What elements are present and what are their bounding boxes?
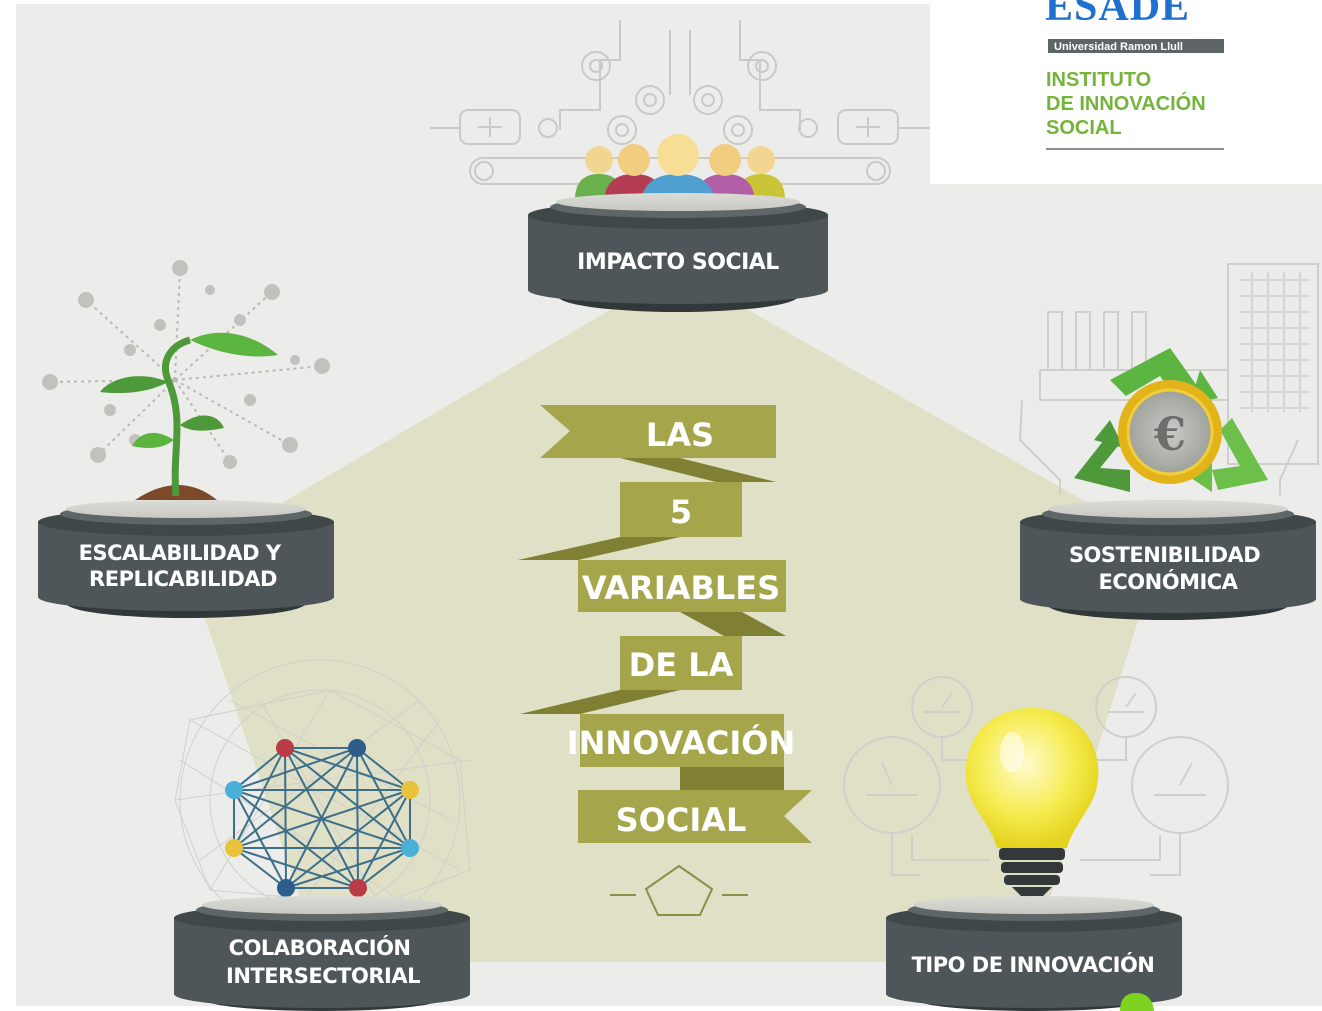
ribbon-band-de-la — [620, 636, 742, 690]
sprouting-plant-icon — [42, 260, 330, 500]
ribbon-band-variables — [578, 560, 786, 612]
ribbon-text-5: 5 — [670, 493, 692, 531]
platform-tipo-innovacion: TIPO DE INNOVACIÓN — [886, 896, 1182, 1011]
ribbon-text-social: SOCIAL — [616, 801, 747, 839]
label-tipo-innovacion: TIPO DE INNOVACIÓN — [912, 952, 1155, 977]
logo-institute: INSTITUTO DE INNOVACIÓN SOCIAL — [1046, 69, 1211, 139]
pentagon-emblem-icon — [610, 864, 748, 916]
ribbon-band-innovacion — [580, 714, 784, 767]
ribbon-band-social — [578, 790, 812, 843]
label-colaboracion: COLABORACIÓN INTERSECTORIAL — [226, 935, 420, 988]
label-impacto-social: IMPACTO SOCIAL — [577, 250, 779, 275]
ribbon-band-las — [540, 405, 776, 458]
machinery-illustration — [430, 20, 930, 185]
ribbon-text-las: LAS — [646, 416, 714, 454]
platform-escalabilidad: ESCALABILIDAD Y REPLICABILIDAD — [38, 500, 334, 618]
label-sostenibilidad: SOSTENIBILIDAD ECONÓMICA — [1069, 543, 1267, 594]
light-bulb-icon — [965, 708, 1099, 899]
platform-sostenibilidad: SOSTENIBILIDAD ECONÓMICA — [1020, 500, 1316, 620]
esade-logo: ESADE Universidad Ramon Llull INSTITUTO … — [930, 0, 1322, 184]
ribbon-text-innovacion: INNOVACIÓN — [567, 723, 796, 762]
corner-mark-icon — [1120, 993, 1154, 1011]
label-escalabilidad: ESCALABILIDAD Y REPLICABILIDAD — [79, 541, 288, 591]
gauges-illustration — [843, 676, 1229, 876]
svg-text:€: € — [1153, 407, 1186, 461]
title-ribbon: LAS 5 VARIABLES DE LA INNOVACIÓN SOCIAL — [518, 405, 812, 843]
logo-university: Universidad Ramon Llull — [1054, 41, 1183, 53]
ribbon-text-variables: VARIABLES — [582, 569, 780, 607]
recycle-euro-icon: € — [1074, 348, 1268, 492]
ribbon-text-de-la: DE LA — [629, 646, 734, 684]
ribbon-band-5 — [620, 482, 742, 537]
logo-brand: ESADE — [1045, 0, 1190, 30]
platform-colaboracion: COLABORACIÓN INTERSECTORIAL — [174, 896, 470, 1011]
network-icon — [225, 739, 419, 897]
platform-impacto-social: IMPACTO SOCIAL — [528, 193, 828, 312]
